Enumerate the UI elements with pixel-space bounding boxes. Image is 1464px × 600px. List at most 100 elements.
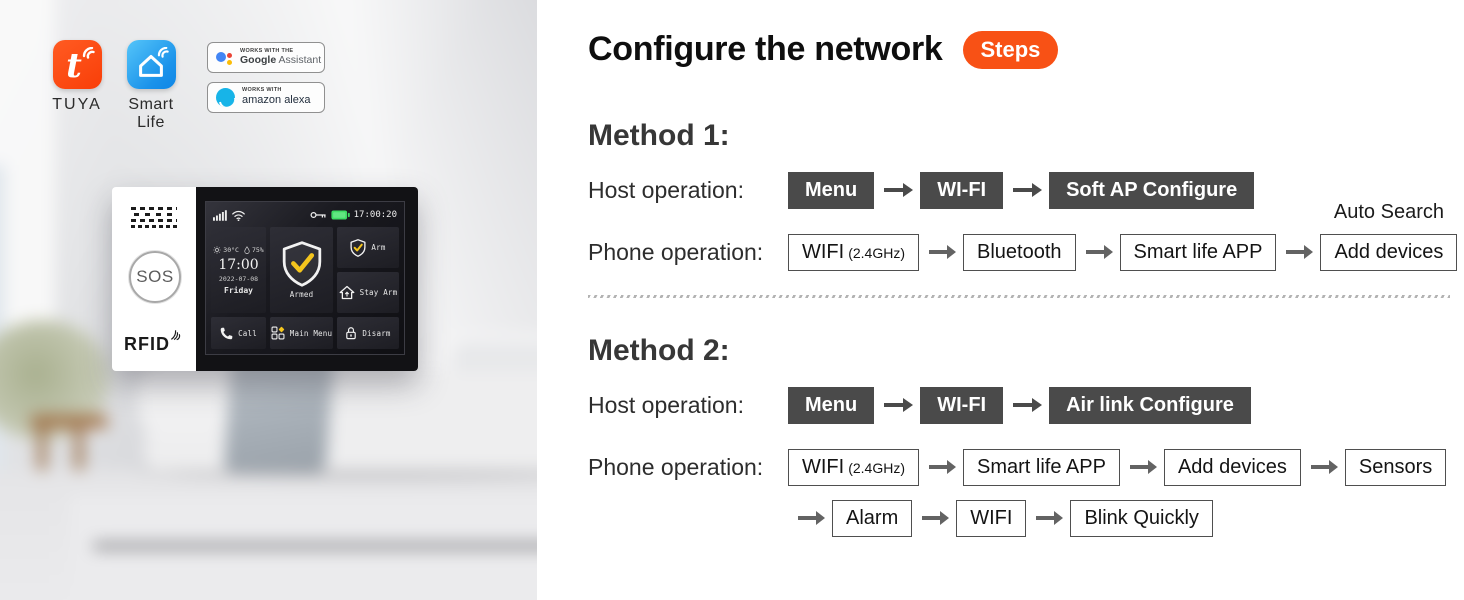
step-box: WI-FI: [920, 386, 1004, 424]
flow-line: Alarm WIFI Blink Quickly: [788, 499, 1446, 537]
step-box: Add devices: [1163, 448, 1301, 486]
disarm-tile: Disarm: [337, 317, 399, 349]
step-label: Alarm: [846, 506, 899, 529]
flow-step: WIFI(2.4GHz): [788, 448, 920, 486]
google-assistant-icon: [216, 49, 233, 66]
flow-step: Menu: [788, 171, 875, 209]
google-assistant-badge: WORKS WITH THE Google Assistant: [207, 42, 325, 73]
step-label: Add devices: [1177, 455, 1287, 478]
ga-dot-yellow: [227, 60, 232, 65]
step-box: WIFI: [956, 499, 1027, 537]
screen-clock: 17:00:20: [353, 210, 397, 220]
rug-edge: [93, 543, 537, 549]
window-light: [0, 165, 5, 495]
screen-time: 17:00: [218, 256, 259, 273]
smart-life-label: Smart Life: [128, 96, 174, 131]
arrow-icon: [884, 188, 905, 192]
main-menu-tile: Main Menu: [270, 317, 333, 349]
stay-arm-tile: Stay Arm: [337, 272, 399, 313]
arrow-icon: [929, 250, 948, 254]
flow-step: WIFI: [956, 499, 1027, 537]
shield-check-icon: [282, 241, 321, 287]
flow-row: Phone operation:WIFI(2.4GHz)Smart life A…: [588, 448, 1450, 537]
arrow-icon: [929, 465, 948, 469]
tuya-logo: t: [52, 40, 102, 89]
arrow-icon: [1310, 465, 1329, 469]
step-box: Soft AP Configure: [1049, 171, 1255, 209]
flow-row: Host operation: Menu WI-FI Soft AP Configur…: [588, 171, 1450, 209]
flow-step: Bluetooth: [963, 233, 1076, 271]
flow-step: WI-FI: [920, 386, 1004, 424]
step-label: Smart life APP: [977, 455, 1106, 478]
step-label: Bluetooth: [977, 240, 1062, 263]
lifestyle-photo: t TUYA Smart Life: [0, 0, 537, 600]
step-label: WI-FI: [937, 178, 987, 201]
ga-dot-red: [227, 53, 232, 58]
arrow-icon: [884, 403, 905, 407]
signal-bars-icon: [213, 209, 227, 221]
dashed-divider: [588, 295, 1450, 298]
step-label: WIFI: [802, 240, 845, 263]
sos-button: SOS: [129, 251, 181, 303]
arrow-icon: [1129, 465, 1148, 469]
arrow-icon: [1085, 250, 1104, 254]
step-label: WI-FI: [937, 393, 987, 416]
step-box: Smart life APP: [963, 448, 1120, 486]
shield-icon: [350, 238, 366, 257]
stool-leg: [38, 425, 46, 483]
smart-life-logo: [126, 40, 176, 89]
row-label: Host operation:: [588, 177, 744, 203]
arm-tile: Arm: [337, 227, 399, 268]
flow-step: WI-FI: [920, 171, 1004, 209]
alexa-swoosh: [216, 88, 235, 107]
rfid-label: RFID: [124, 334, 170, 354]
device-front-panel: SOS RFID: [112, 187, 196, 371]
arm-label: Arm: [371, 243, 386, 252]
step-sublabel: (2.4GHz): [848, 459, 906, 476]
main-menu-label: Main Menu: [289, 328, 333, 338]
step-label: Menu: [805, 178, 858, 201]
stool-leg: [75, 425, 83, 483]
works-with-text: WORKS WITH THE: [240, 47, 294, 54]
arrow-icon: [1036, 516, 1055, 520]
signal-arcs-icon: [82, 47, 95, 59]
alexa-icon: [216, 88, 235, 107]
step-label: Sensors: [1358, 455, 1433, 478]
step-label: Smart life APP: [1133, 240, 1263, 263]
screen-status-bar: 17:00:20: [211, 207, 399, 223]
call-label: Call: [238, 328, 257, 338]
disarm-label: Disarm: [362, 328, 391, 338]
humidity-icon: [244, 245, 250, 254]
arrow-icon: [1013, 403, 1034, 407]
flow-step: Blink Quickly: [1070, 499, 1213, 537]
tuya-brand: t TUYA: [52, 40, 102, 114]
home-icon: [339, 285, 355, 300]
screen-weekday: Friday: [224, 285, 253, 295]
google-assistant-text: Google Assistant: [240, 54, 322, 67]
device-screen-ui: 17:00:20 30°C: [205, 201, 405, 355]
instructions-panel: Configure the network Steps Method 1:Hos…: [537, 0, 1464, 600]
weather-time-tile: 30°C 75% 17:00 2022-07-08 Friday: [211, 227, 266, 313]
flow-step: Menu: [788, 386, 875, 424]
step-label: WIFI: [970, 506, 1013, 529]
house-icon: [139, 54, 163, 77]
steps-badge: Steps: [962, 30, 1059, 69]
step-box: Bluetooth: [963, 233, 1076, 271]
amazon-alexa-text: amazon alexa: [242, 94, 311, 107]
row-label: Phone operation:: [588, 454, 764, 480]
armed-label: Armed: [289, 290, 314, 299]
lock-icon: [346, 327, 357, 340]
step-box: Blink Quickly: [1070, 499, 1213, 537]
amazon-alexa-badge: WORKS WITH amazon alexa: [207, 82, 325, 113]
works-with-text: WORKS WITH: [242, 87, 282, 94]
wooden-stool: [30, 415, 108, 428]
humidity: 75%: [251, 245, 264, 254]
key-icon: [310, 211, 326, 219]
tuya-letter: t: [66, 45, 82, 86]
weather-row: 30°C 75%: [213, 245, 264, 254]
